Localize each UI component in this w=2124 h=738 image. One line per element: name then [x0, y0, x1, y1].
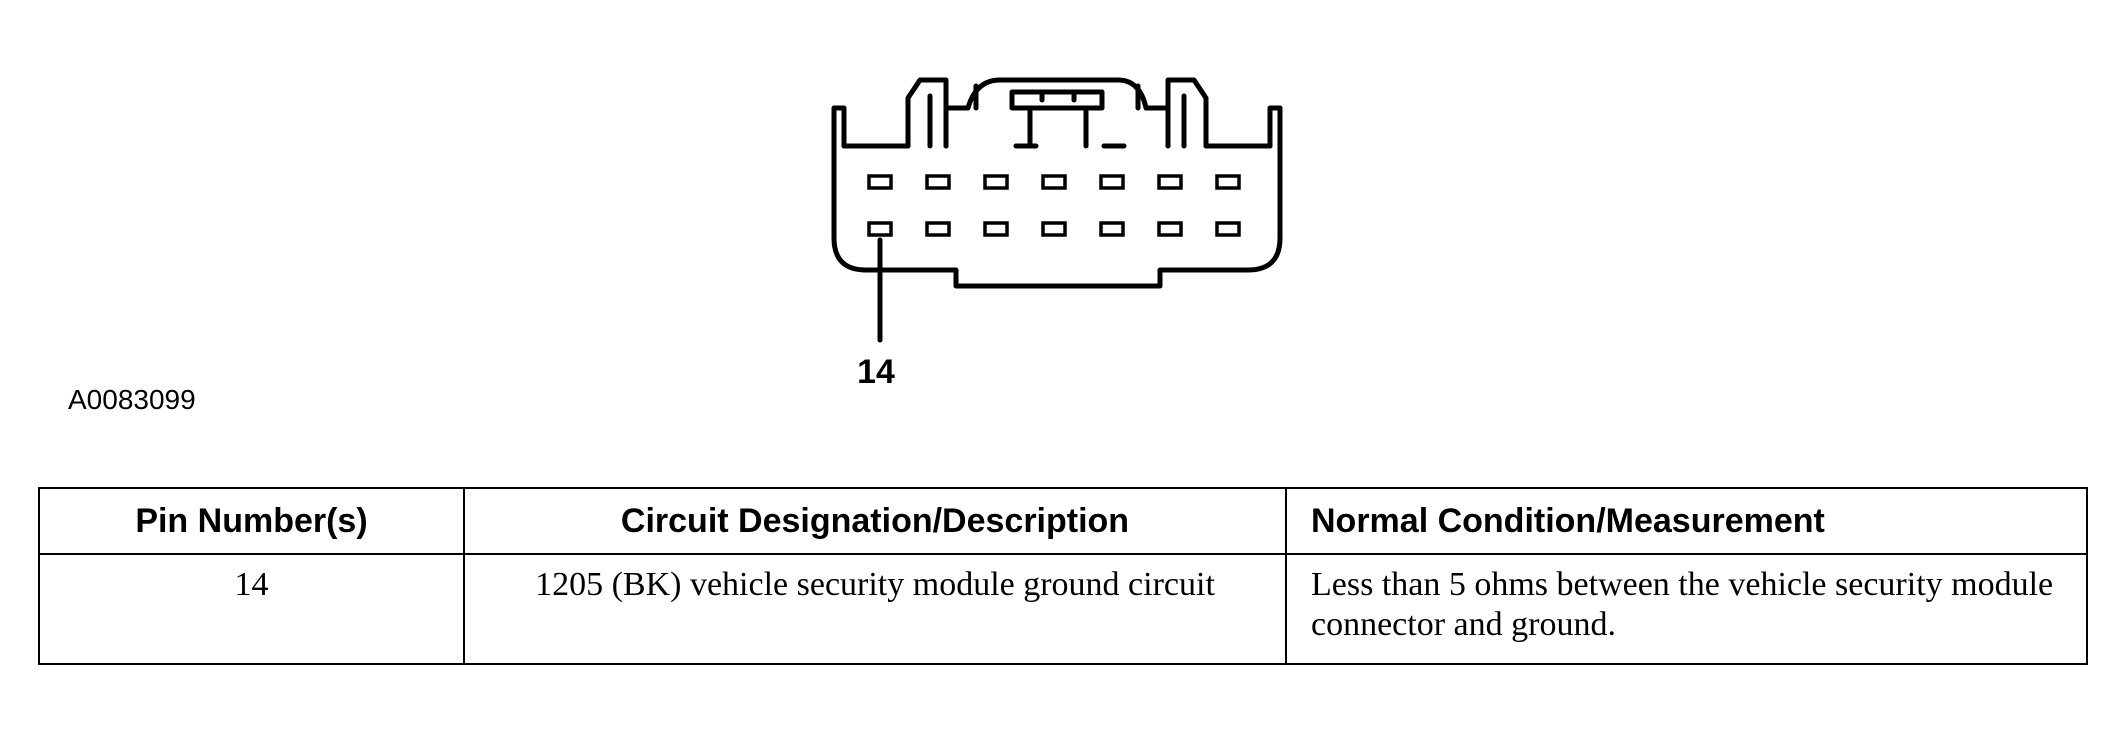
- center-key-post: [1027, 105, 1089, 149]
- pin-cavity: [925, 174, 951, 190]
- table-row: 14 1205 (BK) vehicle security module gro…: [38, 553, 2088, 665]
- pin-cavity: [1215, 221, 1241, 237]
- center-key-notch: [1039, 89, 1077, 103]
- right-latch: [1165, 77, 1209, 149]
- pin-cavity: [1041, 174, 1067, 190]
- pin-grid: [867, 174, 1241, 237]
- pin-cavity: [1041, 221, 1067, 237]
- cell-circuit-description: 1205 (BK) vehicle security module ground…: [463, 553, 1287, 665]
- cell-normal-condition: Less than 5 ohms between the vehicle sec…: [1285, 553, 2088, 665]
- connector-drawing: [831, 77, 1283, 343]
- pin-cavity: [1157, 221, 1183, 237]
- cell-pin-number: 14: [38, 553, 465, 665]
- locking-tab: [943, 77, 1171, 149]
- pin-cavity: [1215, 174, 1241, 190]
- pin-cavity: [983, 174, 1009, 190]
- center-key-bar: [1009, 89, 1105, 111]
- pin-cavity: [1157, 174, 1183, 190]
- header-pin-numbers: Pin Number(s): [38, 487, 465, 555]
- connector-housing: [831, 105, 1283, 289]
- table-header-row: Pin Number(s) Circuit Designation/Descri…: [38, 487, 2088, 555]
- pin-cavity: [1099, 221, 1125, 237]
- pin-cavity: [1099, 174, 1125, 190]
- pin-cavity: [867, 221, 893, 237]
- header-normal-condition: Normal Condition/Measurement: [1285, 487, 2088, 555]
- left-latch: [905, 77, 949, 149]
- figure-id: A0083099: [68, 384, 196, 415]
- pin-cavity: [983, 221, 1009, 237]
- pin-cavity: [925, 221, 951, 237]
- connector-diagram: 14: [831, 77, 1283, 391]
- header-circuit-description: Circuit Designation/Description: [463, 487, 1287, 555]
- pin-table: Pin Number(s) Circuit Designation/Descri…: [38, 487, 2088, 665]
- pin-callout-label: 14: [857, 353, 895, 391]
- pin-cavity: [867, 174, 893, 190]
